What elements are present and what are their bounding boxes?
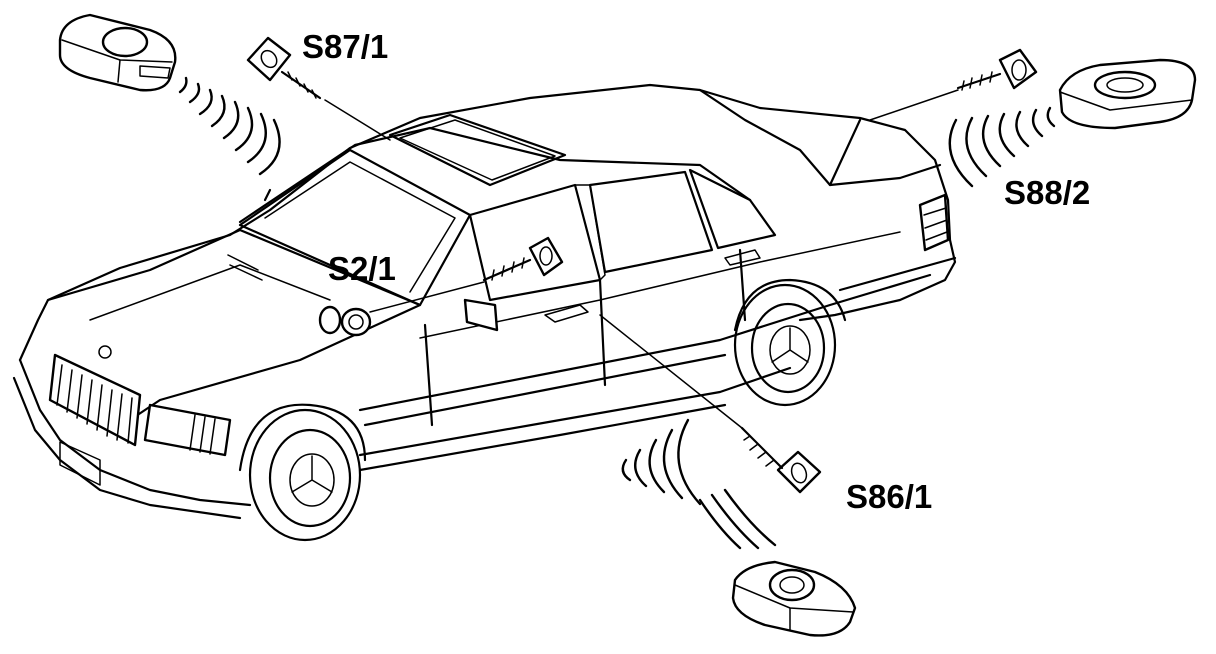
key-icon — [246, 36, 322, 100]
signal-waves-icon — [948, 106, 1056, 188]
label-s88-2: S88/2 — [1004, 174, 1090, 211]
car-illustration — [12, 83, 957, 542]
remote-transmitter-icon — [1058, 58, 1197, 130]
remote-transmitter-icon — [58, 13, 177, 92]
signal-waves-icon — [621, 418, 777, 550]
key-icon — [482, 236, 564, 282]
label-s87-1: S87/1 — [302, 28, 388, 65]
key-icon — [956, 48, 1038, 91]
signal-waves-icon — [178, 76, 281, 176]
key-icon — [740, 426, 822, 494]
remote-transmitter-icon — [731, 560, 857, 637]
label-s86-1: S86/1 — [846, 478, 932, 515]
leader-lines — [324, 89, 959, 429]
label-s2-1: S2/1 — [328, 250, 396, 287]
